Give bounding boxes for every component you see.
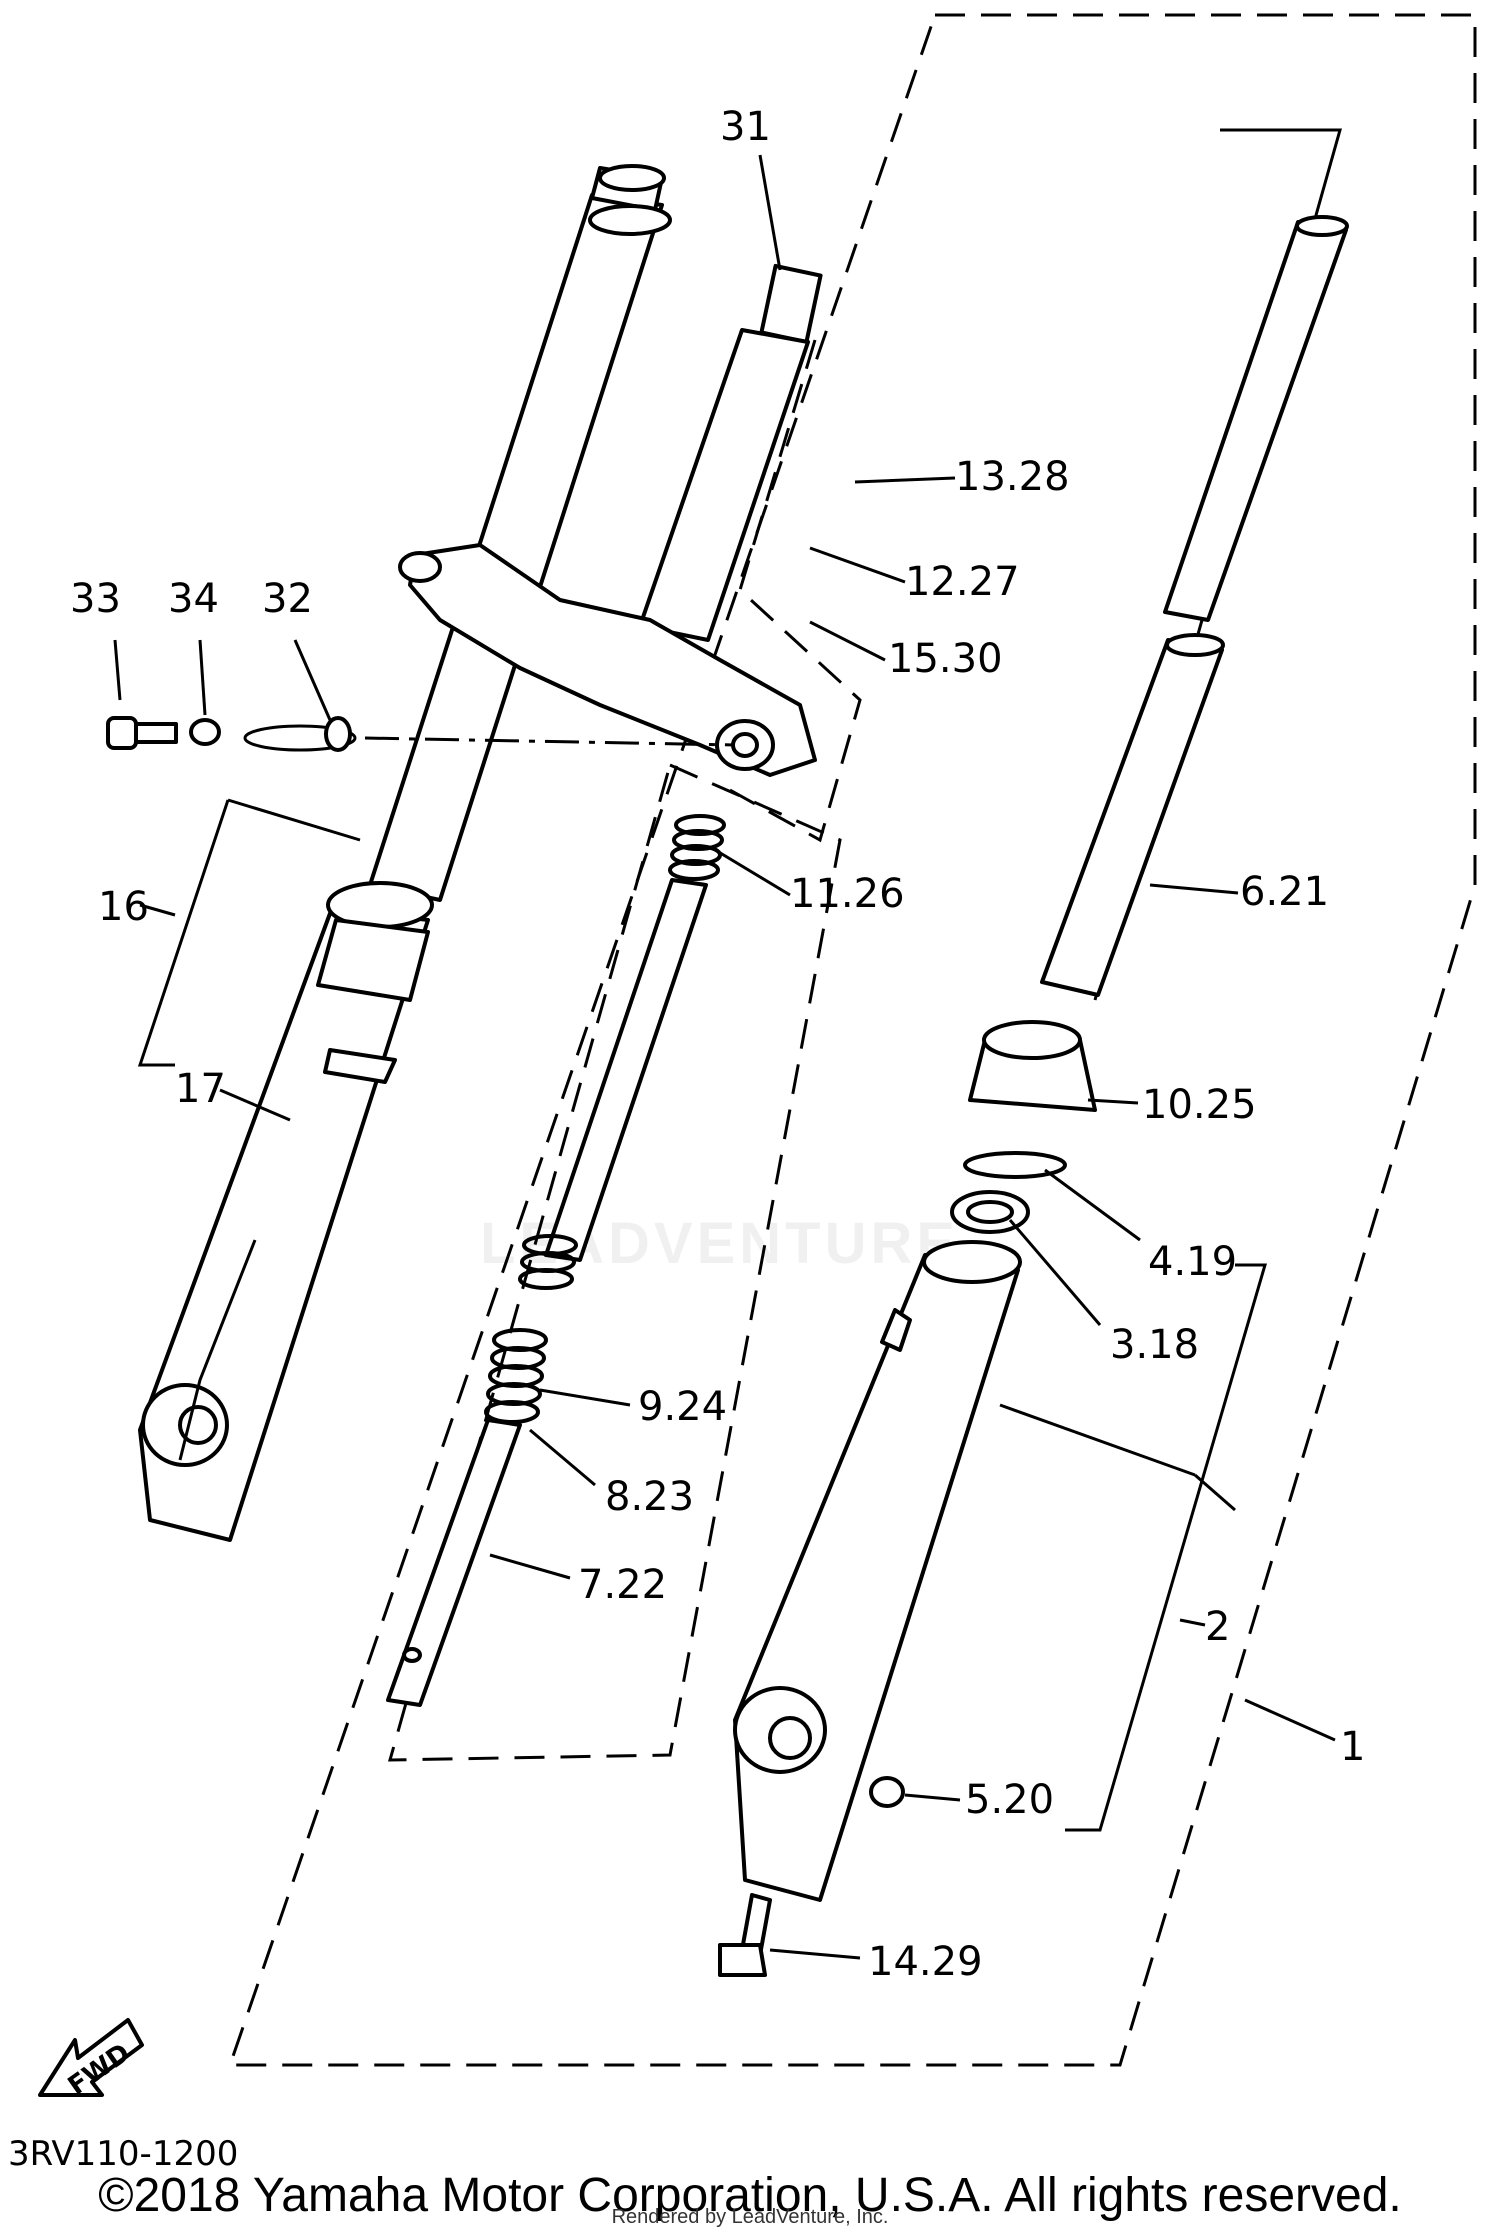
callout-33: 33 [70,576,121,622]
oil-seal-3-18 [950,1190,1030,1234]
callout-5-20: 5.20 [965,1777,1054,1823]
inner-tube-upper [1163,215,1349,622]
callout-9-24: 9.24 [638,1384,727,1430]
spring-coil-lower [518,1234,578,1290]
callout-16: 16 [98,884,149,930]
washer-34 [189,718,221,746]
callout-17: 17 [175,1066,226,1112]
spring-11-26 [668,814,726,881]
rendered-by-credit: Rendered by LeadVenture, Inc. [611,2206,889,2228]
callout-15-30: 15.30 [888,636,1003,682]
diagram-reference-code: 3RV110-1200 [8,2134,239,2174]
washer-5-20 [869,1776,905,1808]
callout-7-22: 7.22 [578,1562,667,1608]
fork-spring-body [544,878,708,1262]
stem-guide-dashed [729,339,862,843]
callout-2: 2 [1205,1604,1230,1650]
callout-12-27: 12.27 [905,559,1020,605]
callout-1: 1 [1340,1724,1365,1770]
drain-bolt-14-29 [718,1893,772,1977]
fwd-arrow-icon: FWD [38,2018,144,2101]
callout-11-26: 11.26 [790,871,905,917]
kit-boundary-outline [227,13,1477,2067]
callout-14-29: 14.29 [868,1939,983,1985]
stopper-ring-4-19 [963,1151,1067,1179]
dust-seal-10-25 [968,1020,1097,1112]
callout-4-19: 4.19 [1148,1239,1237,1285]
callout-34: 34 [168,576,219,622]
under-bracket-31 [398,263,823,777]
clip-32 [243,716,357,752]
copyright-notice: ©2018 Yamaha Motor Corporation, U.S.A. A… [98,2169,1402,2222]
leader-lines [113,154,1336,1960]
bolt-axis-dashdot [364,736,736,747]
damper-group-outline [388,762,842,1762]
callout-8-23: 8.23 [605,1474,694,1520]
callout-3-18: 3.18 [1110,1322,1199,1368]
inner-tube-6-21 [1040,633,1225,997]
callout-6-21: 6.21 [1240,869,1329,915]
pinch-bolt-33 [106,716,178,750]
assembled-fork-16 [138,164,672,1542]
callout-13-28: 13.28 [955,454,1070,500]
callout-32: 32 [262,576,313,622]
damper-rod-7-22 [386,1418,522,1707]
outer-tube-2 [733,1240,1022,1902]
callout-10-25: 10.25 [1142,1082,1257,1128]
rebound-spring-9-24 [484,1328,548,1424]
callout-31: 31 [720,104,771,150]
